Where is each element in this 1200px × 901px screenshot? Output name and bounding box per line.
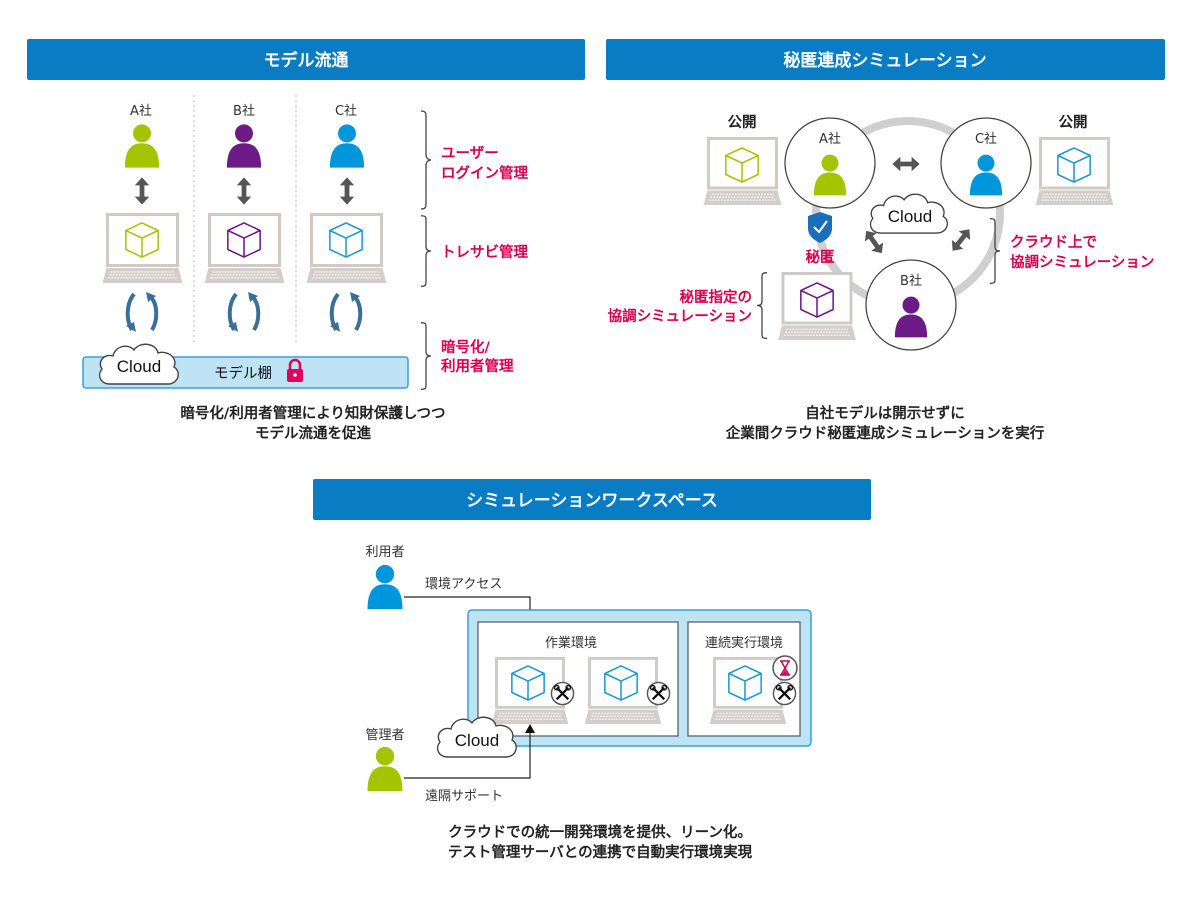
company-a-label: A社 bbox=[819, 131, 841, 147]
cloud-label: Cloud bbox=[888, 207, 932, 226]
brace bbox=[420, 110, 432, 210]
login-label-line2: ログイン管理 bbox=[441, 164, 528, 182]
double-arrow-icon bbox=[134, 177, 150, 205]
panel1-caption-line2: モデル流通を促進 bbox=[255, 424, 371, 442]
panel-model-distribution: モデル流通 A社 B社 C社 Cloud モデル棚 ユ bbox=[27, 39, 585, 442]
admin-label: 管理者 bbox=[365, 728, 404, 743]
login-label-line1: ユーザー bbox=[441, 145, 499, 162]
panel1-caption-line1: 暗号化/利用者管理により知財保護しつつ bbox=[180, 404, 445, 422]
shield-check-icon bbox=[808, 212, 832, 243]
user-person-icon bbox=[367, 564, 403, 610]
person-icon-c bbox=[329, 124, 365, 168]
lock-icon bbox=[287, 358, 303, 382]
cloud-sim-label-line1: クラウド上で bbox=[1010, 234, 1097, 251]
public-label-left: 公開 bbox=[728, 114, 757, 131]
cloud-label: Cloud bbox=[117, 357, 161, 376]
company-c-label: C社 bbox=[335, 103, 357, 119]
panel-simulation-workspace: シミュレーションワークスペース 利用者 環境アクセス 作業環境 連続実行環境 C… bbox=[313, 479, 871, 861]
double-arrow-icon bbox=[339, 177, 355, 205]
continuous-env-label: 連続実行環境 bbox=[705, 635, 783, 651]
tools-icon bbox=[646, 681, 671, 706]
user-label: 利用者 bbox=[365, 545, 404, 560]
panel2-caption-line1: 自社モデルは開示せずに bbox=[805, 404, 965, 422]
company-a-label: A社 bbox=[130, 103, 152, 119]
panel3-header bbox=[313, 479, 871, 520]
arrowhead-icon bbox=[525, 724, 535, 733]
sync-arrows-icon bbox=[328, 290, 363, 334]
panel2-header bbox=[606, 39, 1165, 80]
company-b-node: B社 bbox=[865, 259, 957, 351]
company-b-label: B社 bbox=[233, 103, 255, 119]
work-env-label: 作業環境 bbox=[545, 635, 597, 651]
panel3-caption-line2: テスト管理サーバとの連携で自動実行環境実現 bbox=[448, 843, 753, 861]
sync-arrows-icon bbox=[226, 290, 261, 334]
person-icon-b bbox=[226, 124, 262, 168]
panel-secret-coupled-simulation: 秘匿連成シミュレーション 公開 公開 A社 C社 B社 Cloud bbox=[606, 39, 1165, 442]
panel3-title: シミュレーションワークスペース bbox=[466, 491, 718, 511]
double-arrow-icon bbox=[236, 177, 252, 205]
panel2-title: 秘匿連成シミュレーション bbox=[783, 50, 986, 71]
encryption-label-line1: 暗号化/ bbox=[441, 338, 490, 356]
panel1-header bbox=[27, 39, 585, 80]
support-label: 遠隔サポート bbox=[425, 789, 503, 804]
access-label: 環境アクセス bbox=[425, 577, 502, 592]
company-b-label: B社 bbox=[900, 273, 922, 289]
double-arrow-icon bbox=[946, 224, 976, 256]
secret-label: 秘匿 bbox=[806, 248, 835, 266]
brace bbox=[756, 272, 768, 339]
company-c-label: C社 bbox=[975, 131, 997, 147]
panel3-caption-line1: クラウドでの統一開発環境を提供、リーン化。 bbox=[448, 823, 752, 841]
brace bbox=[420, 215, 432, 287]
support-connector bbox=[404, 732, 531, 779]
public-label-right: 公開 bbox=[1059, 114, 1088, 131]
panel2-caption-line2: 企業間クラウド秘匿連成シミュレーションを実行 bbox=[725, 424, 1045, 442]
cloud-label: Cloud bbox=[455, 731, 499, 750]
model-shelf-label: モデル棚 bbox=[214, 364, 272, 382]
hourglass-icon bbox=[772, 655, 798, 681]
brace bbox=[420, 322, 432, 390]
person-icon-a bbox=[124, 124, 160, 168]
sync-arrows-icon bbox=[124, 290, 159, 334]
admin-person-icon bbox=[367, 746, 403, 792]
company-c-node: C社 bbox=[940, 117, 1032, 209]
secret-sim-label-line1: 秘匿指定の bbox=[680, 288, 753, 306]
panel1-title: モデル流通 bbox=[264, 50, 349, 71]
encryption-label-line2: 利用者管理 bbox=[441, 357, 514, 375]
tools-icon bbox=[772, 681, 797, 706]
tools-icon bbox=[550, 681, 575, 706]
traceability-label: トレサビ管理 bbox=[441, 243, 528, 261]
secret-sim-label-line2: 協調シミュレーション bbox=[608, 307, 752, 325]
cloud-sim-label-line2: 協調シミュレーション bbox=[1010, 253, 1154, 271]
company-a-node: A社 bbox=[784, 117, 876, 209]
double-arrow-icon bbox=[892, 156, 920, 172]
